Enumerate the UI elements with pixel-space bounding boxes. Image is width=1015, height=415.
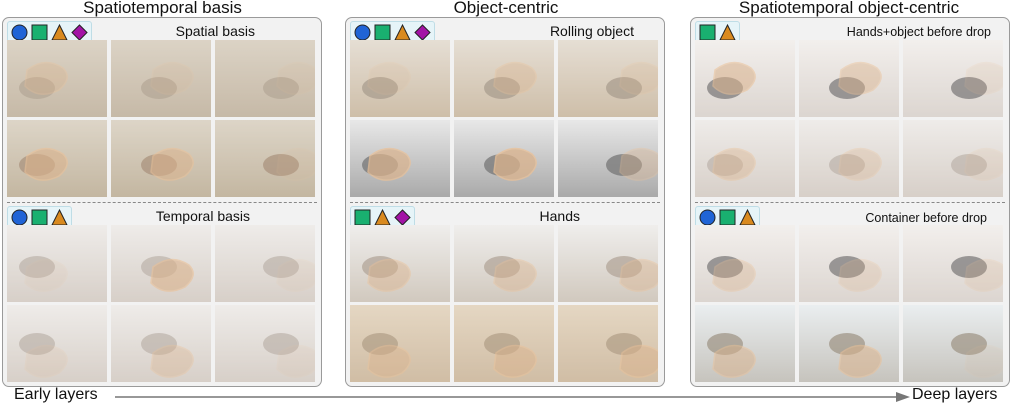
axis-start-label: Early layers — [14, 386, 98, 403]
image-tile — [350, 40, 450, 117]
image-tile — [215, 305, 315, 382]
square-icon — [719, 209, 736, 225]
image-tile — [454, 40, 554, 117]
image-tile — [7, 40, 107, 117]
image-tile — [7, 120, 107, 197]
image-tile — [558, 305, 658, 382]
legend-rolling-object — [350, 21, 435, 43]
square-icon — [374, 24, 391, 40]
column-title-spatiotemporal-object-centric: Spatiotemporal object-centric — [738, 0, 960, 17]
image-tile — [111, 305, 211, 382]
image-tile — [558, 225, 658, 302]
image-tile — [7, 305, 107, 382]
image-tile — [111, 120, 211, 197]
image-tile — [903, 120, 1003, 197]
triangle-icon — [719, 23, 736, 40]
image-tile — [558, 120, 658, 197]
image-tile — [454, 225, 554, 302]
diamond-icon — [394, 208, 411, 226]
diamond-icon — [71, 23, 88, 41]
section-label-temporal-basis: Temporal basis — [155, 208, 250, 224]
image-tile — [350, 120, 450, 197]
circle-icon — [354, 24, 371, 40]
image-tile — [903, 305, 1003, 382]
triangle-icon — [394, 23, 411, 40]
section-label-hands-object-before-drop: Hands+object before drop — [846, 25, 991, 39]
image-tile — [799, 305, 899, 382]
legend-temporal-basis — [7, 206, 72, 228]
legend-spatial-basis — [7, 21, 92, 43]
diamond-icon — [414, 23, 431, 41]
image-tile — [695, 120, 795, 197]
image-tile — [215, 40, 315, 117]
image-tile — [799, 40, 899, 117]
circle-icon — [11, 24, 28, 40]
image-tile — [558, 40, 658, 117]
image-tile — [350, 225, 450, 302]
image-tile — [799, 225, 899, 302]
image-tile — [111, 40, 211, 117]
square-icon — [31, 24, 48, 40]
triangle-icon — [51, 208, 68, 225]
triangle-icon — [51, 23, 68, 40]
legend-hands-object-before-drop — [695, 21, 740, 43]
column-title-object-centric: Object-centric — [453, 0, 559, 17]
image-tile — [695, 225, 795, 302]
section-divider — [695, 202, 1005, 203]
image-tile — [799, 120, 899, 197]
axis-end-label: Deep layers — [912, 386, 998, 403]
circle-icon — [11, 209, 28, 225]
triangle-icon — [739, 208, 756, 225]
depth-arrow — [115, 392, 910, 402]
image-tile — [7, 225, 107, 302]
section-label-spatial-basis: Spatial basis — [175, 23, 255, 39]
column-title-spatiotemporal-basis: Spatiotemporal basis — [83, 0, 242, 17]
image-tile — [350, 305, 450, 382]
image-tile — [111, 225, 211, 302]
image-tile — [903, 225, 1003, 302]
image-tile — [215, 120, 315, 197]
square-icon — [354, 209, 371, 225]
section-divider — [7, 202, 317, 203]
triangle-icon — [374, 208, 391, 225]
section-label-container-before-drop: Container before drop — [865, 211, 987, 225]
image-tile — [454, 305, 554, 382]
image-tile — [695, 305, 795, 382]
image-tile — [454, 120, 554, 197]
section-divider — [350, 202, 660, 203]
square-icon — [31, 209, 48, 225]
image-tile — [695, 40, 795, 117]
legend-hands — [350, 206, 415, 228]
image-tile — [215, 225, 315, 302]
section-label-hands: Hands — [539, 208, 580, 224]
square-icon — [699, 24, 716, 40]
image-tile — [903, 40, 1003, 117]
section-label-rolling-object: Rolling object — [549, 23, 634, 39]
circle-icon — [699, 209, 716, 225]
